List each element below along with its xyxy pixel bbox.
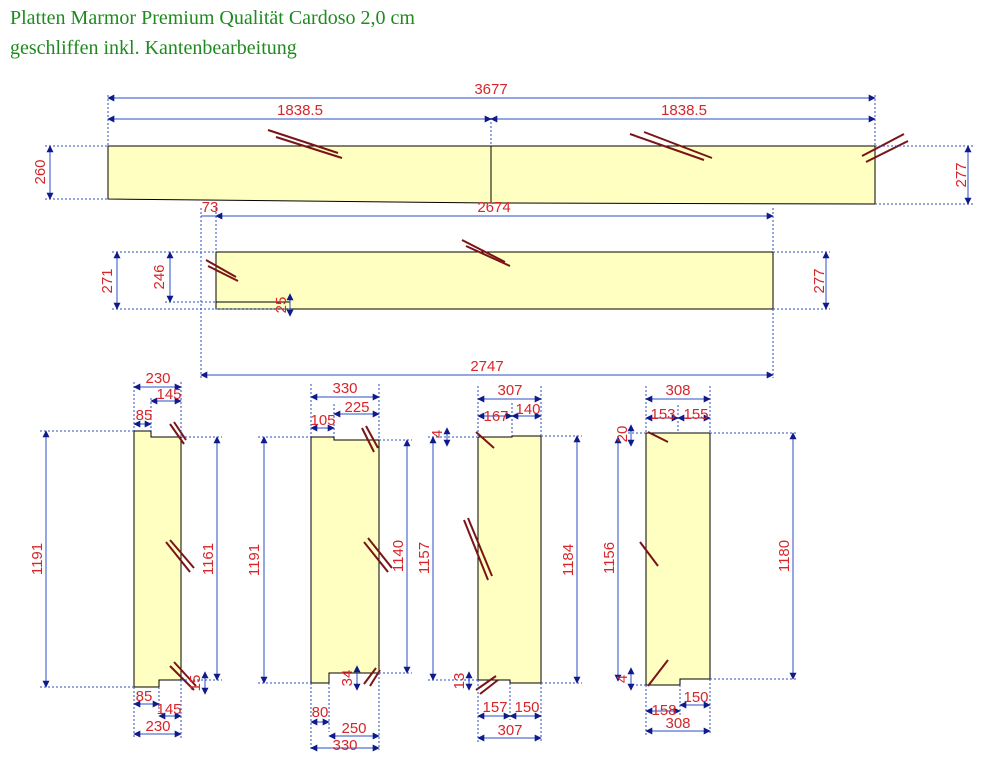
slab-piece-1: [133, 430, 182, 688]
label-p4-bot-cut: 150: [683, 689, 708, 706]
label-p4-top-notch: 153: [650, 406, 675, 423]
grain-marks-piece-1: [165, 421, 197, 691]
grain-marks-piece-4: [639, 431, 669, 687]
label-p4-step-bot: 4: [614, 675, 631, 683]
label-p3-right-h: 1184: [560, 544, 577, 576]
label-p2-bot-notch: 80: [312, 704, 329, 721]
label-p1-top-notch: 85: [136, 407, 153, 424]
label-p3-step-top: 4: [429, 430, 446, 438]
label-p2-step: 34: [339, 670, 356, 687]
slab-top-left: [107, 145, 492, 204]
piece-3: 307 167 140 4 1157 1184 13 157 150 307: [416, 382, 582, 742]
label-p3-left-h: 1157: [416, 542, 433, 574]
label-p3-step-bot: 13: [451, 673, 468, 690]
label-p2-top-cut: 225: [344, 399, 369, 416]
grain-marks-piece-3: [463, 431, 499, 695]
label-p4-bot-w: 308: [665, 715, 690, 732]
label-mid-h-inner: 246: [151, 264, 168, 289]
label-p1-bot-cut: 145: [156, 701, 181, 718]
label-mid-h-outer: 271: [99, 268, 116, 293]
grain-marks-piece-2: [361, 425, 393, 687]
label-p1-top-w: 230: [145, 370, 170, 387]
label-p3-bot-w: 307: [497, 722, 522, 739]
label-p1-top-cut: 145: [156, 386, 181, 403]
label-p4-top-cut: 155: [683, 406, 708, 423]
label-p4-right-h: 1180: [776, 540, 793, 572]
top-slabs: 3677 1838.5 1838.5 260 277: [32, 81, 973, 205]
label-p3-top-notch: 167: [483, 408, 508, 425]
grain-marks-middle: [205, 239, 511, 282]
label-p2-left-h: 1191: [246, 544, 263, 576]
label-p1-left-h: 1191: [29, 543, 46, 575]
drawing-title: Platten Marmor Premium Qualität Cardoso …: [10, 3, 415, 63]
label-p2-right-h: 1140: [390, 540, 407, 572]
label-p2-bot-cut: 250: [341, 720, 366, 737]
label-p1-bot-notch: 85: [136, 688, 153, 705]
label-p2-top-w: 330: [332, 380, 357, 397]
label-mid-right-h: 277: [811, 268, 828, 293]
label-top-right-h: 277: [953, 162, 970, 187]
label-p1-right-h: 1161: [200, 543, 217, 575]
piece-1: 230 145 85 1191 1161 15 85 145 230: [29, 370, 222, 738]
label-p3-bot-cut: 150: [514, 699, 539, 716]
label-p3-top-cut: 140: [515, 401, 540, 418]
label-top-right: 1838.5: [661, 102, 707, 119]
label-p2-top-notch: 105: [310, 412, 335, 429]
label-p1-step: 15: [187, 675, 204, 692]
slab-piece-4: [645, 432, 711, 686]
label-top-left: 1838.5: [277, 102, 323, 119]
middle-slab: 2674 73 2747 271 246 25 277: [99, 199, 830, 379]
label-mid-bottom: 2747: [470, 358, 503, 375]
label-top-left-h: 260: [32, 159, 49, 184]
label-p4-step-top: 20: [614, 426, 631, 443]
label-p4-bot-notch: 158: [651, 702, 676, 719]
piece-2: 330 225 105 1191 1140 34 80 250 330: [246, 380, 412, 754]
slab-piece-2: [310, 436, 380, 684]
label-mid-step: 25: [273, 297, 290, 314]
grain-marks-top: [267, 129, 909, 163]
label-p4-top-w: 308: [665, 382, 690, 399]
label-p3-bot-notch: 157: [482, 699, 507, 716]
label-p4-left-h: 1156: [601, 542, 618, 574]
label-p1-bot-w: 230: [145, 718, 170, 735]
label-p3-top-w: 307: [497, 382, 522, 399]
slab-middle: [215, 251, 774, 310]
label-mid-offset: 73: [202, 199, 219, 216]
label-mid-top: 2674: [477, 199, 510, 216]
title-line-2: geschliffen inkl. Kantenbearbeitung: [10, 37, 297, 59]
title-line-1: Platten Marmor Premium Qualität Cardoso …: [10, 7, 415, 29]
slab-top-right: [490, 145, 876, 205]
label-top-total: 3677: [474, 81, 507, 98]
label-p2-bot-w: 330: [332, 737, 357, 754]
slab-piece-3: [477, 435, 542, 684]
piece-4: 308 153 155 20 1156 1180 4 158 150 308: [601, 382, 797, 735]
